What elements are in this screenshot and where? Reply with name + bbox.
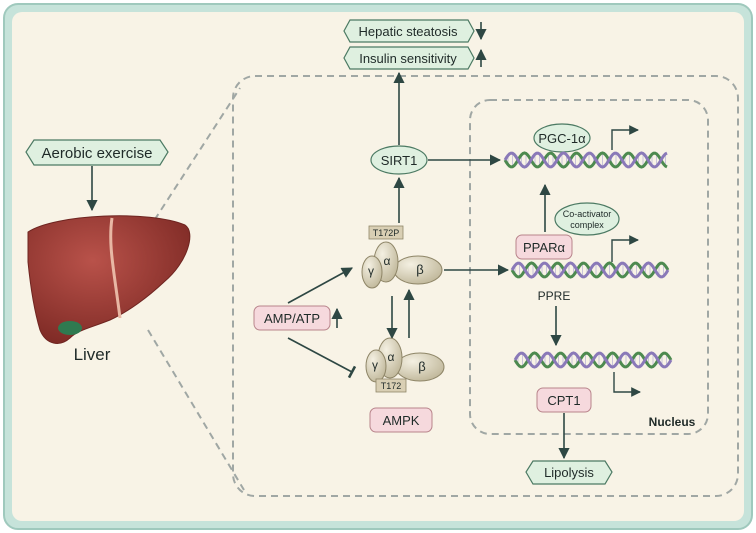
alpha-label-active: α	[384, 254, 391, 268]
ppre-label: PPRE	[538, 289, 571, 303]
dna-helix-cpt1	[513, 351, 673, 369]
ppara-transcription-arrow	[611, 235, 639, 262]
cpt1-transcription-arrow	[613, 372, 641, 397]
ampk-inactive-complex: γ α β T172	[365, 337, 445, 393]
liver-label: Liver	[74, 345, 111, 364]
nucleus-label: Nucleus	[649, 415, 696, 429]
insulin-sensitivity-label: Insulin sensitivity	[359, 51, 457, 66]
nucleus-region	[469, 99, 709, 435]
hepatocyte-region	[232, 75, 739, 497]
aerobic-exercise-box	[25, 139, 169, 166]
cpt1-label: CPT1	[547, 393, 580, 408]
t172-tag	[375, 378, 407, 393]
lipolysis-label: Lipolysis	[544, 465, 594, 480]
amp-atp-box	[253, 305, 331, 331]
gamma-label-inactive: γ	[372, 358, 378, 372]
dna-helix-ppre	[510, 261, 670, 279]
t172-label: T172	[381, 381, 402, 391]
t172p-label: T172P	[373, 228, 400, 238]
coactivator-label-line2: complex	[570, 220, 604, 230]
alpha-label-inactive: α	[388, 350, 395, 364]
ampk-box	[369, 407, 433, 433]
dna-strand	[503, 151, 668, 169]
sirt1-label: SIRT1	[381, 153, 418, 168]
beta-label-inactive: β	[418, 359, 425, 374]
dna-strand	[510, 261, 670, 279]
sirt1-node	[370, 145, 428, 175]
zoom-line-top	[147, 87, 241, 231]
ppara-label: PPARα	[523, 240, 565, 255]
ampk-active-complex: T172P γ α β	[361, 225, 443, 289]
gamma-label-active: γ	[368, 264, 374, 278]
pgc1a-transcription-arrow	[611, 125, 639, 150]
coactivator-complex-node	[554, 202, 620, 236]
ampk-label: AMPK	[383, 413, 420, 428]
coactivator-label-line1: Co-activator	[563, 209, 612, 219]
lipolysis-box	[525, 460, 613, 485]
pgc1a-label: PGC-1α	[538, 131, 586, 146]
amp-atp-inhibits-line	[287, 337, 357, 379]
hepatic-steatosis-box	[343, 19, 475, 43]
gamma-subunit-active	[361, 255, 383, 289]
dna-strand	[513, 351, 673, 369]
liver-illustration	[27, 215, 191, 344]
dna-helix-pgc1a	[503, 151, 668, 169]
beta-label-active: β	[416, 262, 423, 277]
amp-atp-activates-arrow	[287, 267, 353, 304]
aerobic-exercise-label: Aerobic exercise	[42, 145, 153, 162]
cpt1-box	[536, 387, 592, 413]
hepatic-steatosis-label: Hepatic steatosis	[359, 24, 458, 39]
ppara-box	[515, 234, 573, 260]
amp-atp-label: AMP/ATP	[264, 311, 320, 326]
t172p-tag	[368, 225, 404, 240]
dna-strand	[503, 151, 668, 169]
insulin-sensitivity-box	[343, 46, 475, 70]
